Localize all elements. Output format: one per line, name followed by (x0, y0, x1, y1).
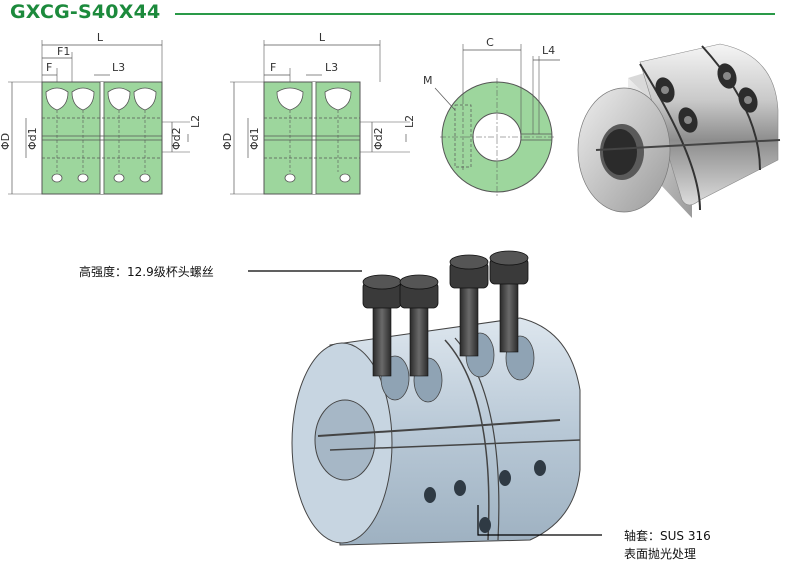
cap-screws (362, 250, 529, 377)
callout-sleeve: 轴套：SUS 316 表面抛光处理 (477, 505, 711, 561)
coupling-3d-render (291, 317, 581, 546)
title-underline (175, 13, 775, 15)
cap-screw-3 (449, 254, 489, 357)
dim-L2: L2 (189, 115, 202, 128)
dim-L2-2: L2 (403, 115, 416, 128)
cap-screw-1 (362, 274, 402, 377)
dim-d2: Φd2 (170, 127, 183, 150)
dim-L3-2: L3 (325, 61, 338, 74)
dim-C: C (486, 36, 494, 49)
dim-F: F (46, 61, 52, 74)
dim-F1: F1 (57, 45, 70, 58)
side-view-drawing: C L4 M (423, 36, 560, 198)
dim-d1: Φd1 (26, 127, 39, 150)
dim-L: L (97, 31, 104, 44)
callout-screw: 高强度：12.9级杯头螺丝 (79, 264, 362, 279)
steel-coupling-render (577, 43, 781, 218)
dim-L4: L4 (542, 44, 555, 57)
dim-d2-2: Φd2 (372, 127, 385, 150)
cap-screw-2 (399, 274, 439, 377)
callout-screw-text: 高强度：12.9级杯头螺丝 (79, 264, 214, 279)
product-title: GXCG-S40X44 (10, 1, 161, 23)
dim-L-2: L (319, 31, 326, 44)
cap-screw-4 (489, 250, 529, 353)
callout-sleeve-text-1: 轴套：SUS 316 (624, 528, 711, 543)
callout-sleeve-text-2: 表面抛光处理 (624, 546, 696, 561)
dim-F-2: F (270, 61, 276, 74)
dim-D: ΦD (0, 133, 12, 150)
dim-d1-2: Φd1 (248, 127, 261, 150)
front-view-drawing-2: L F L3 ΦD Φd1 Φd2 L2 (221, 31, 416, 195)
dim-D-2: ΦD (221, 133, 234, 150)
dim-M: M (423, 74, 433, 87)
dim-L3: L3 (112, 61, 125, 74)
front-view-drawing-1: L F1 F L3 ΦD Φd1 Φd2 L2 (0, 31, 202, 195)
